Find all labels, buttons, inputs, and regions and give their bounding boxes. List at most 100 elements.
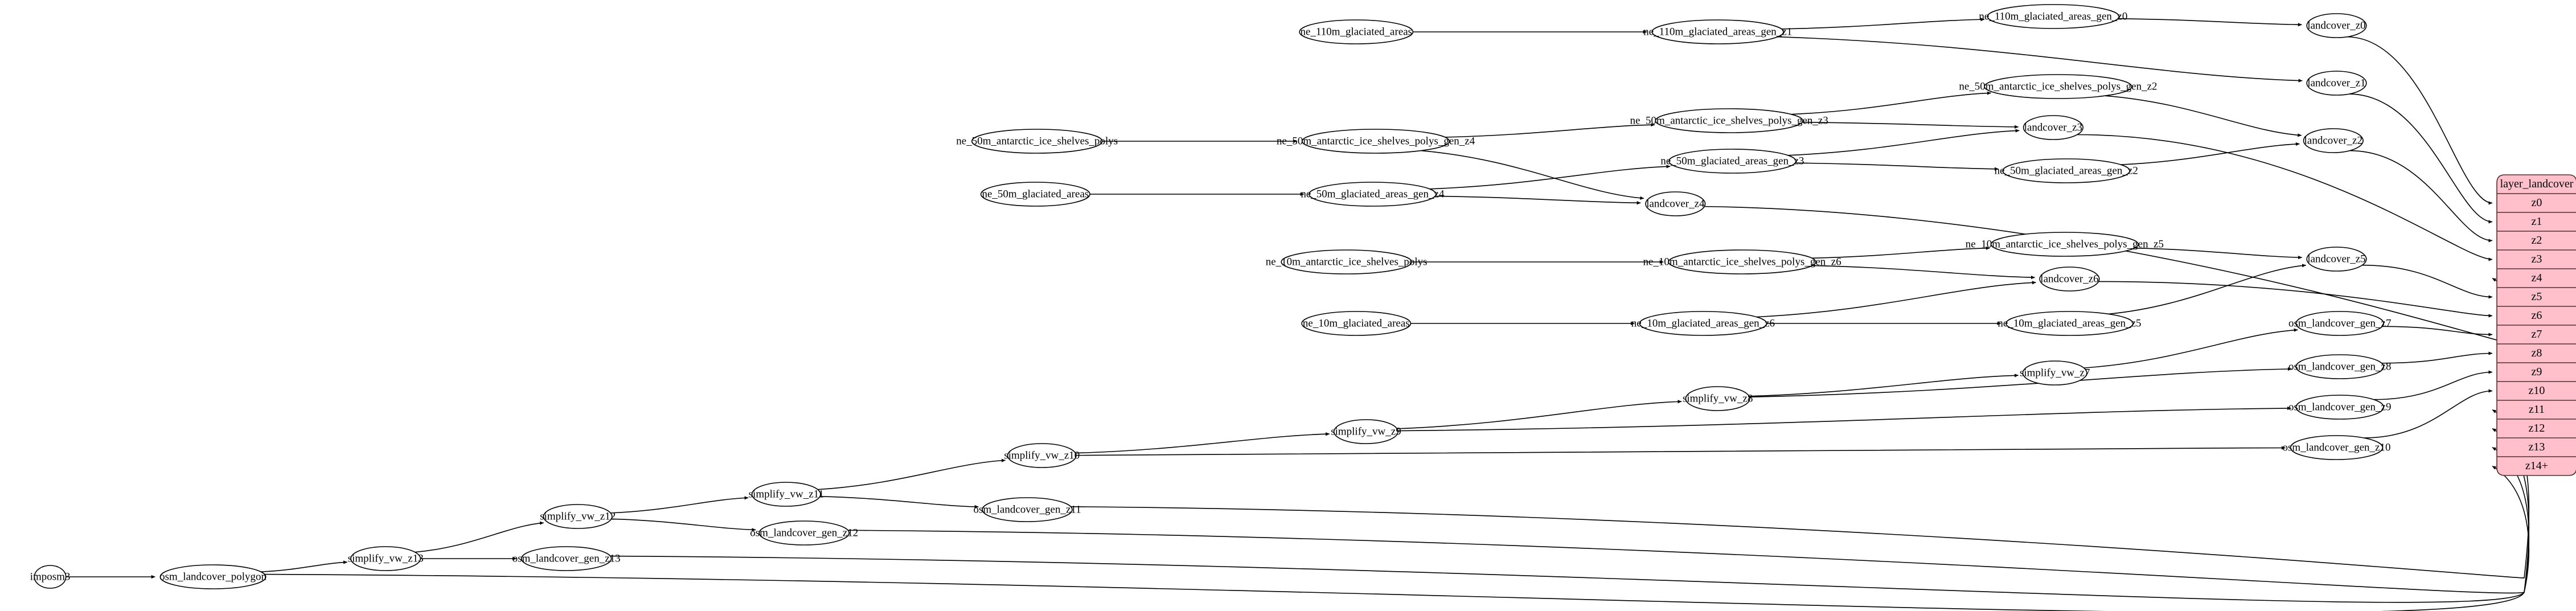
- node-ellipse[interactable]: [2002, 158, 2131, 183]
- graph-node-ne_110m_glaciated_areas[interactable]: ne_110m_glaciated_areas: [1299, 19, 1414, 44]
- node-ellipse[interactable]: [1990, 232, 2139, 257]
- graph-node-osm_landcover_gen_z13[interactable]: osm_landcover_gen_z13: [512, 546, 621, 571]
- graph-node-ne_50m_antarctic_ice_shelves_polys_gen_z4[interactable]: ne_50m_antarctic_ice_shelves_polys_gen_z…: [1277, 129, 1475, 154]
- node-ellipse[interactable]: [1007, 443, 1077, 468]
- graph-node-ne_10m_antarctic_ice_shelves_polys[interactable]: ne_10m_antarctic_ice_shelves_polys: [1266, 249, 1428, 274]
- graph-node-osm_landcover_polygon[interactable]: osm_landcover_polygon: [159, 564, 267, 589]
- graph-node-osm_landcover_gen_z12[interactable]: osm_landcover_gen_z12: [750, 520, 858, 546]
- table-row-z2[interactable]: z2: [2532, 234, 2542, 247]
- graph-node-ne_10m_glaciated_areas_gen_z5[interactable]: ne_10m_glaciated_areas_gen_z5: [1997, 311, 2142, 336]
- node-ellipse[interactable]: [1281, 249, 1412, 274]
- graph-node-ne_50m_glaciated_areas[interactable]: ne_50m_glaciated_areas: [980, 182, 1090, 207]
- table-row-z3[interactable]: z3: [2532, 253, 2542, 265]
- node-ellipse[interactable]: [1655, 108, 1803, 133]
- node-ellipse[interactable]: [1668, 149, 1796, 174]
- node-ellipse[interactable]: [2306, 247, 2367, 272]
- graph-node-landcover_z2[interactable]: landcover_z2: [2303, 128, 2364, 153]
- table-row-z0[interactable]: z0: [2532, 196, 2542, 209]
- table-row-z14plus[interactable]: z14+: [2525, 460, 2548, 472]
- table-row-z6[interactable]: z6: [2532, 309, 2542, 322]
- graph-node-ne_10m_glaciated_areas[interactable]: ne_10m_glaciated_areas: [1301, 311, 1412, 336]
- node-ellipse[interactable]: [159, 564, 266, 589]
- graph-node-osm_landcover_gen_z9[interactable]: osm_landcover_gen_z9: [2288, 395, 2391, 420]
- graph-node-ne_50m_antarctic_ice_shelves_polys_gen_z2[interactable]: ne_50m_antarctic_ice_shelves_polys_gen_z…: [1959, 74, 2157, 99]
- graph-node-landcover_z6[interactable]: landcover_z6: [2039, 266, 2100, 292]
- node-ellipse[interactable]: [2306, 71, 2367, 96]
- graph-node-simplify_vw_z11[interactable]: simplify_vw_z11: [749, 482, 824, 507]
- table-row-z12[interactable]: z12: [2529, 422, 2545, 434]
- graph-node-landcover_z0[interactable]: landcover_z0: [2306, 13, 2367, 38]
- graph-node-ne_10m_antarctic_ice_shelves_polys_gen_z5[interactable]: ne_10m_antarctic_ice_shelves_polys_gen_z…: [1966, 232, 2164, 257]
- graph-node-ne_50m_glaciated_areas_gen_z3[interactable]: ne_50m_glaciated_areas_gen_z3: [1660, 149, 1804, 174]
- graph-edge: [1795, 162, 1999, 171]
- graph-node-osm_landcover_gen_z7[interactable]: osm_landcover_gen_z7: [2288, 311, 2391, 336]
- graph-node-landcover_z3[interactable]: landcover_z3: [2023, 115, 2083, 140]
- node-ellipse[interactable]: [520, 546, 612, 571]
- node-ellipse[interactable]: [34, 565, 67, 589]
- node-ellipse[interactable]: [1302, 129, 1450, 154]
- graph-node-simplify_vw_z8[interactable]: simplify_vw_z8: [1683, 386, 1753, 411]
- graph-node-landcover_z4[interactable]: landcover_z4: [1645, 191, 1706, 216]
- node-label: osm_landcover_gen_z10: [2283, 441, 2391, 453]
- node-ellipse[interactable]: [751, 482, 821, 507]
- table-row-z9[interactable]: z9: [2532, 366, 2542, 378]
- graph-node-osm_landcover_gen_z10[interactable]: osm_landcover_gen_z10: [2283, 435, 2391, 460]
- table-row-z7[interactable]: z7: [2532, 328, 2542, 341]
- graph-node-ne_50m_glaciated_areas_gen_z2[interactable]: ne_50m_glaciated_areas_gen_z2: [1995, 158, 2138, 183]
- graph-node-ne_110m_glaciated_areas_gen_z0[interactable]: ne_110m_glaciated_areas_gen_z0: [1979, 4, 2127, 29]
- graph-node-simplify_vw_z9[interactable]: simplify_vw_z9: [1331, 419, 1401, 444]
- node-ellipse[interactable]: [2306, 13, 2367, 38]
- node-ellipse[interactable]: [982, 497, 1073, 522]
- graph-edge: [1802, 121, 2019, 129]
- graph-node-osm_landcover_gen_z8[interactable]: osm_landcover_gen_z8: [2288, 354, 2391, 379]
- graph-node-ne_50m_glaciated_areas_gen_z4[interactable]: ne_50m_glaciated_areas_gen_z4: [1301, 182, 1445, 207]
- graph-node-ne_50m_antarctic_ice_shelves_polys[interactable]: ne_50m_antarctic_ice_shelves_polys: [956, 129, 1118, 154]
- node-ellipse[interactable]: [1308, 182, 1437, 207]
- table-row-z1[interactable]: z1: [2532, 215, 2542, 228]
- node-ellipse[interactable]: [1987, 4, 2120, 29]
- node-ellipse[interactable]: [1685, 386, 1750, 411]
- node-ellipse[interactable]: [2039, 266, 2100, 292]
- node-ellipse[interactable]: [1639, 311, 1767, 336]
- node-ellipse[interactable]: [2303, 128, 2364, 153]
- node-ellipse[interactable]: [2023, 115, 2083, 140]
- graph-node-ne_10m_glaciated_areas_gen_z6[interactable]: ne_10m_glaciated_areas_gen_z6: [1631, 311, 1775, 336]
- node-ellipse[interactable]: [2022, 360, 2087, 386]
- graph-node-osm_landcover_gen_z11[interactable]: osm_landcover_gen_z11: [973, 497, 1081, 522]
- node-ellipse[interactable]: [350, 546, 421, 571]
- table-row-z13[interactable]: z13: [2529, 441, 2545, 453]
- graph-node-simplify_vw_z7[interactable]: simplify_vw_z7: [2020, 360, 2090, 386]
- graph-node-imposm3[interactable]: imposm3: [30, 565, 71, 589]
- table-row-z4[interactable]: z4: [2532, 272, 2542, 284]
- node-ellipse[interactable]: [1984, 74, 2132, 99]
- node-ellipse[interactable]: [2295, 395, 2385, 420]
- table-row-z11[interactable]: z11: [2529, 403, 2545, 416]
- graph-node-simplify_vw_z13[interactable]: simplify_vw_z13: [348, 546, 424, 571]
- node-ellipse[interactable]: [1651, 19, 1784, 44]
- node-ellipse[interactable]: [2290, 435, 2384, 460]
- node-ellipse[interactable]: [1668, 249, 1816, 274]
- node-ellipse[interactable]: [1645, 191, 1706, 216]
- node-ellipse[interactable]: [758, 520, 850, 546]
- node-ellipse[interactable]: [2295, 354, 2385, 379]
- table-row-z8[interactable]: z8: [2532, 347, 2542, 359]
- node-ellipse[interactable]: [543, 504, 613, 529]
- node-ellipse[interactable]: [1333, 419, 1399, 444]
- graph-node-ne_10m_antarctic_ice_shelves_polys_gen_z6[interactable]: ne_10m_antarctic_ice_shelves_polys_gen_z…: [1643, 249, 1841, 274]
- graph-node-simplify_vw_z12[interactable]: simplify_vw_z12: [540, 504, 616, 529]
- node-ellipse[interactable]: [1299, 19, 1414, 44]
- node-ellipse[interactable]: [1301, 311, 1412, 336]
- graph-node-landcover_z5[interactable]: landcover_z5: [2306, 247, 2367, 272]
- node-label: osm_landcover_gen_z7: [2288, 317, 2391, 329]
- node-label: simplify_vw_z11: [749, 488, 824, 500]
- node-ellipse[interactable]: [2295, 311, 2385, 336]
- table-row-z5[interactable]: z5: [2532, 290, 2542, 303]
- graph-node-simplify_vw_z10[interactable]: simplify_vw_z10: [1004, 443, 1080, 468]
- node-ellipse[interactable]: [971, 129, 1103, 154]
- graph-node-ne_110m_glaciated_areas_gen_z1[interactable]: ne_110m_glaciated_areas_gen_z1: [1643, 19, 1792, 44]
- graph-node-landcover_z1[interactable]: landcover_z1: [2306, 71, 2367, 96]
- graph-node-ne_50m_antarctic_ice_shelves_polys_gen_z3[interactable]: ne_50m_antarctic_ice_shelves_polys_gen_z…: [1630, 108, 1828, 133]
- node-ellipse[interactable]: [2005, 311, 2134, 336]
- table-row-z10[interactable]: z10: [2529, 384, 2545, 397]
- node-ellipse[interactable]: [980, 182, 1090, 207]
